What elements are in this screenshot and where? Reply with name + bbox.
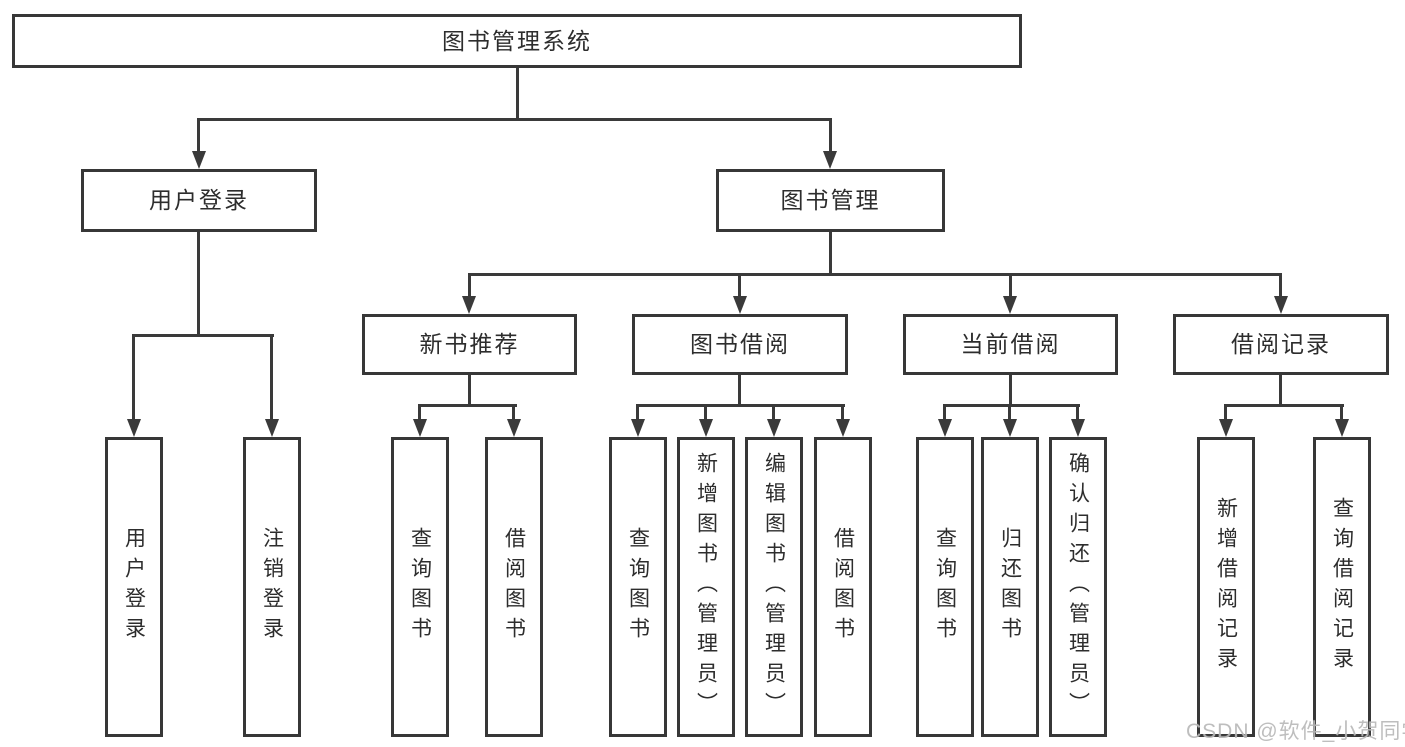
arrow-down-icon	[413, 419, 427, 437]
connector-line	[132, 334, 135, 422]
arrow-down-icon	[265, 419, 279, 437]
connector-line	[738, 273, 741, 299]
leaf-query-books-recommend: 查询图书	[391, 437, 449, 737]
leaf-query-borrow-record: 查询借阅记录	[1313, 437, 1371, 737]
connector-line	[636, 404, 845, 407]
arrow-down-icon	[767, 419, 781, 437]
arrow-down-icon	[699, 419, 713, 437]
connector-line	[1224, 404, 1344, 407]
connector-line	[1279, 273, 1282, 299]
connector-line	[738, 375, 741, 407]
connector-line	[468, 273, 1282, 276]
connector-line	[704, 404, 707, 422]
connector-line	[1008, 404, 1011, 422]
leaf-return-book: 归还图书	[981, 437, 1039, 737]
connector-line	[270, 334, 273, 422]
node-new-book-recommendation: 新书推荐	[362, 314, 577, 375]
arrow-down-icon	[1003, 419, 1017, 437]
connector-line	[829, 232, 832, 276]
connector-line	[468, 273, 471, 299]
connector-line	[418, 404, 517, 407]
arrow-down-icon	[1335, 419, 1349, 437]
leaf-add-book-admin: 新增图书（管理员）	[677, 437, 735, 737]
arrow-down-icon	[1071, 419, 1085, 437]
connector-line	[841, 404, 844, 422]
connector-line	[516, 68, 519, 121]
node-user-login: 用户登录	[81, 169, 317, 232]
connector-line	[943, 404, 946, 422]
leaf-query-books-borrowing: 查询图书	[609, 437, 667, 737]
leaf-borrow-books: 借阅图书	[814, 437, 872, 737]
connector-line	[197, 118, 832, 121]
arrow-down-icon	[1274, 296, 1288, 314]
leaf-user-login: 用户登录	[105, 437, 163, 737]
arrow-down-icon	[733, 296, 747, 314]
arrow-down-icon	[823, 151, 837, 169]
connector-line	[197, 118, 200, 154]
arrow-down-icon	[938, 419, 952, 437]
leaf-confirm-return-admin: 确认归还（管理员）	[1049, 437, 1107, 737]
arrow-down-icon	[192, 151, 206, 169]
connector-line	[512, 404, 515, 422]
arrow-down-icon	[1219, 419, 1233, 437]
leaf-edit-book-admin: 编辑图书（管理员）	[745, 437, 803, 737]
csdn-watermark: CSDN @软件_小贺同学	[1186, 720, 1405, 743]
arrow-down-icon	[127, 419, 141, 437]
connector-line	[1009, 273, 1012, 299]
connector-line	[636, 404, 639, 422]
leaf-add-borrow-record: 新增借阅记录	[1197, 437, 1255, 737]
connector-line	[1009, 375, 1012, 407]
connector-line	[197, 232, 200, 337]
connector-line	[1076, 404, 1079, 422]
arrow-down-icon	[507, 419, 521, 437]
leaf-logout: 注销登录	[243, 437, 301, 737]
connector-line	[1224, 404, 1227, 422]
connector-line	[1279, 375, 1282, 407]
leaf-borrow-books-recommend: 借阅图书	[485, 437, 543, 737]
arrow-down-icon	[631, 419, 645, 437]
arrow-down-icon	[462, 296, 476, 314]
connector-line	[1340, 404, 1343, 422]
connector-line	[943, 404, 1080, 407]
node-book-borrowing: 图书借阅	[632, 314, 848, 375]
arrow-down-icon	[836, 419, 850, 437]
connector-line	[132, 334, 274, 337]
arrow-down-icon	[1003, 296, 1017, 314]
connector-line	[772, 404, 775, 422]
connector-line	[468, 375, 471, 407]
node-current-borrowing: 当前借阅	[903, 314, 1118, 375]
node-book-management: 图书管理	[716, 169, 945, 232]
connector-line	[829, 118, 832, 154]
leaf-query-books-current: 查询图书	[916, 437, 974, 737]
node-borrowing-records: 借阅记录	[1173, 314, 1389, 375]
node-library-management-system: 图书管理系统	[12, 14, 1022, 68]
connector-line	[418, 404, 421, 422]
